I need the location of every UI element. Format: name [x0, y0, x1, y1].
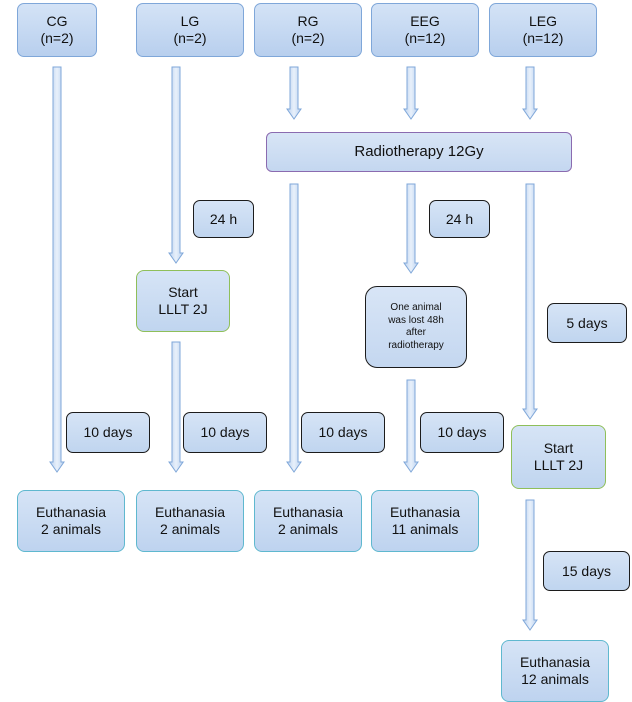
eeg-lost-animal-note: One animal was lost 48h after radiothera… — [365, 286, 467, 368]
lg-24h-label: 24 h — [193, 200, 254, 238]
lg-start-lllt-box: Start LLLT 2J — [136, 270, 230, 332]
rg-10days-label: 10 days — [301, 412, 385, 453]
cg-10days-label: 10 days — [66, 412, 150, 453]
radiotherapy-box: Radiotherapy 12Gy — [266, 132, 572, 172]
cg-arrow — [49, 66, 65, 473]
leg-arrow-1 — [522, 66, 538, 120]
group-rg-box: RG (n=2) — [254, 3, 362, 57]
leg-arrow-3 — [522, 499, 538, 631]
lg-arrow-2 — [168, 341, 184, 473]
leg-start-lllt-box: Start LLLT 2J — [511, 425, 606, 489]
euthanasia-rg-box: Euthanasia 2 animals — [254, 490, 362, 552]
lg-arrow-1 — [168, 66, 184, 264]
leg-5days-label: 5 days — [547, 303, 627, 343]
eeg-arrow-3 — [403, 379, 419, 473]
eeg-arrow-1 — [403, 66, 419, 120]
leg-arrow-2 — [522, 183, 538, 420]
eeg-24h-label: 24 h — [429, 200, 490, 238]
euthanasia-cg-box: Euthanasia 2 animals — [17, 490, 125, 552]
euthanasia-lg-box: Euthanasia 2 animals — [136, 490, 244, 552]
group-lg-box: LG (n=2) — [136, 3, 244, 57]
lg-10days-label: 10 days — [183, 412, 267, 453]
group-cg-box: CG (n=2) — [17, 3, 97, 57]
euthanasia-eeg-box: Euthanasia 11 animals — [371, 490, 479, 552]
eeg-10days-label: 10 days — [420, 412, 504, 453]
group-eeg-box: EEG (n=12) — [371, 3, 479, 57]
euthanasia-leg-box: Euthanasia 12 animals — [501, 640, 609, 702]
leg-15days-label: 15 days — [543, 551, 630, 591]
rg-arrow-2 — [286, 183, 302, 473]
eeg-arrow-2 — [403, 183, 419, 274]
group-leg-box: LEG (n=12) — [489, 3, 597, 57]
rg-arrow-1 — [286, 66, 302, 120]
